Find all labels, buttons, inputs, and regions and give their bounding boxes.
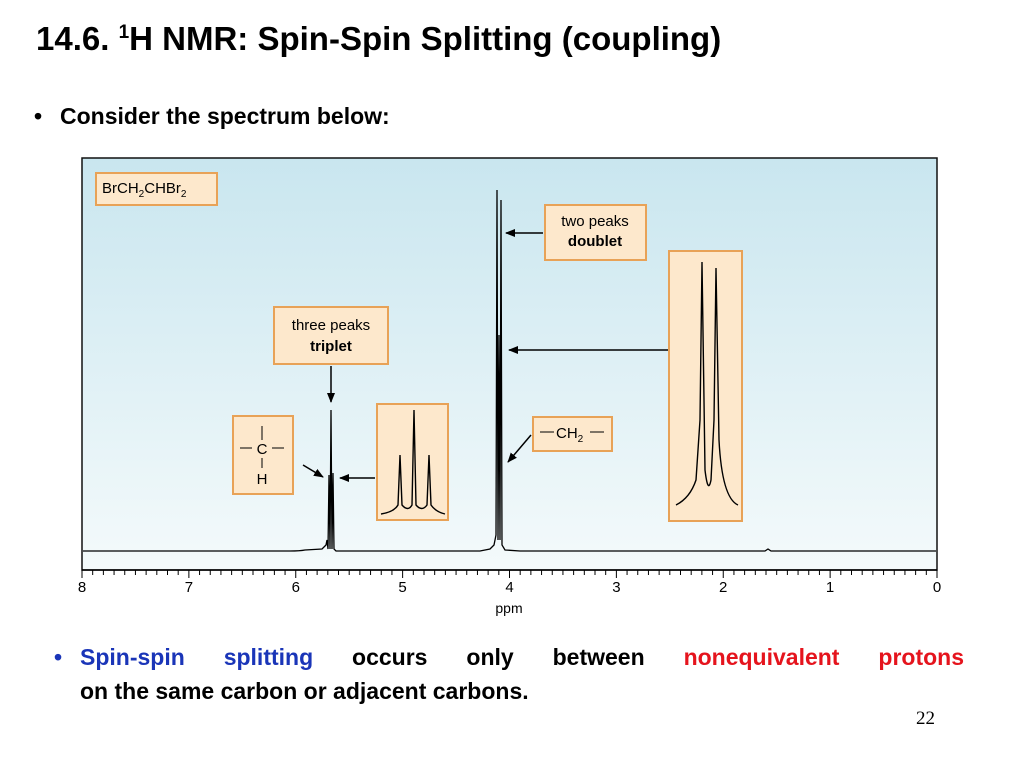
svg-text:BrCH2CHBr2: BrCH2CHBr2 (102, 180, 187, 200)
spin-spin-term: Spin-spin splitting (80, 644, 314, 670)
axis-label: ppm (495, 600, 522, 616)
title-prefix: 14.6. (36, 20, 119, 57)
title-superscript: 1 (118, 22, 130, 43)
page-number: 22 (916, 708, 935, 729)
nonequivalent-term: nonequivalent protons (683, 644, 964, 670)
axis-ticks (81, 570, 938, 578)
ch2-arrow (507, 434, 532, 463)
triplet-label-box: three peaks triplet (273, 306, 389, 365)
title-rest: H NMR: Spin-Spin Splitting (coupling) (129, 20, 722, 57)
svg-text:CH2: CH2 (556, 425, 584, 445)
svg-text:H: H (257, 471, 268, 488)
bullet-spin-spin-line2: on the same carbon or adjacent carbons. (80, 678, 529, 704)
svg-text:three peaks: three peaks (292, 317, 370, 334)
tick-label-8: 8 (78, 579, 86, 596)
ch-group-box: C H (232, 415, 294, 495)
svg-text:two peaks: two peaks (561, 213, 629, 230)
bullet-consider: • Consider the spectrum below: (34, 103, 390, 130)
slide-title: 14.6. 1H NMR: Spin-Spin Splitting (coupl… (36, 20, 721, 58)
tick-label-0: 0 (933, 579, 941, 596)
doublet-label-box: two peaks doublet (544, 204, 647, 261)
spectrum-trace (83, 189, 936, 552)
tick-label-2: 2 (719, 579, 727, 596)
tick-label-1: 1 (826, 579, 834, 596)
tick-label-7: 7 (185, 579, 193, 596)
svg-text:C: C (257, 441, 268, 458)
bullet-dot: • (54, 644, 63, 670)
ch2-group-box: CH2 (532, 416, 613, 452)
svg-text:triplet: triplet (310, 338, 352, 355)
plot-area (81, 157, 938, 571)
spin-spin-mid: occurs only between (313, 644, 684, 670)
triplet-expansion-inset (376, 403, 449, 521)
bullet-spin-spin-line1: Spin-spin splitting occurs only between … (80, 640, 964, 674)
bullet-consider-text: Consider the spectrum below: (60, 103, 390, 129)
tick-label-5: 5 (398, 579, 406, 596)
doublet-expansion-inset (668, 250, 743, 522)
ch-group-arrow (302, 464, 324, 478)
svg-text:doublet: doublet (568, 233, 622, 250)
bullet-dot: • (34, 103, 43, 129)
axis-tick-labels: 8 7 6 5 4 3 2 1 0 (78, 579, 941, 596)
compound-formula-box: BrCH2CHBr2 (95, 172, 218, 206)
tick-label-3: 3 (612, 579, 620, 596)
tick-label-6: 6 (292, 579, 300, 596)
tick-label-4: 4 (505, 579, 513, 596)
